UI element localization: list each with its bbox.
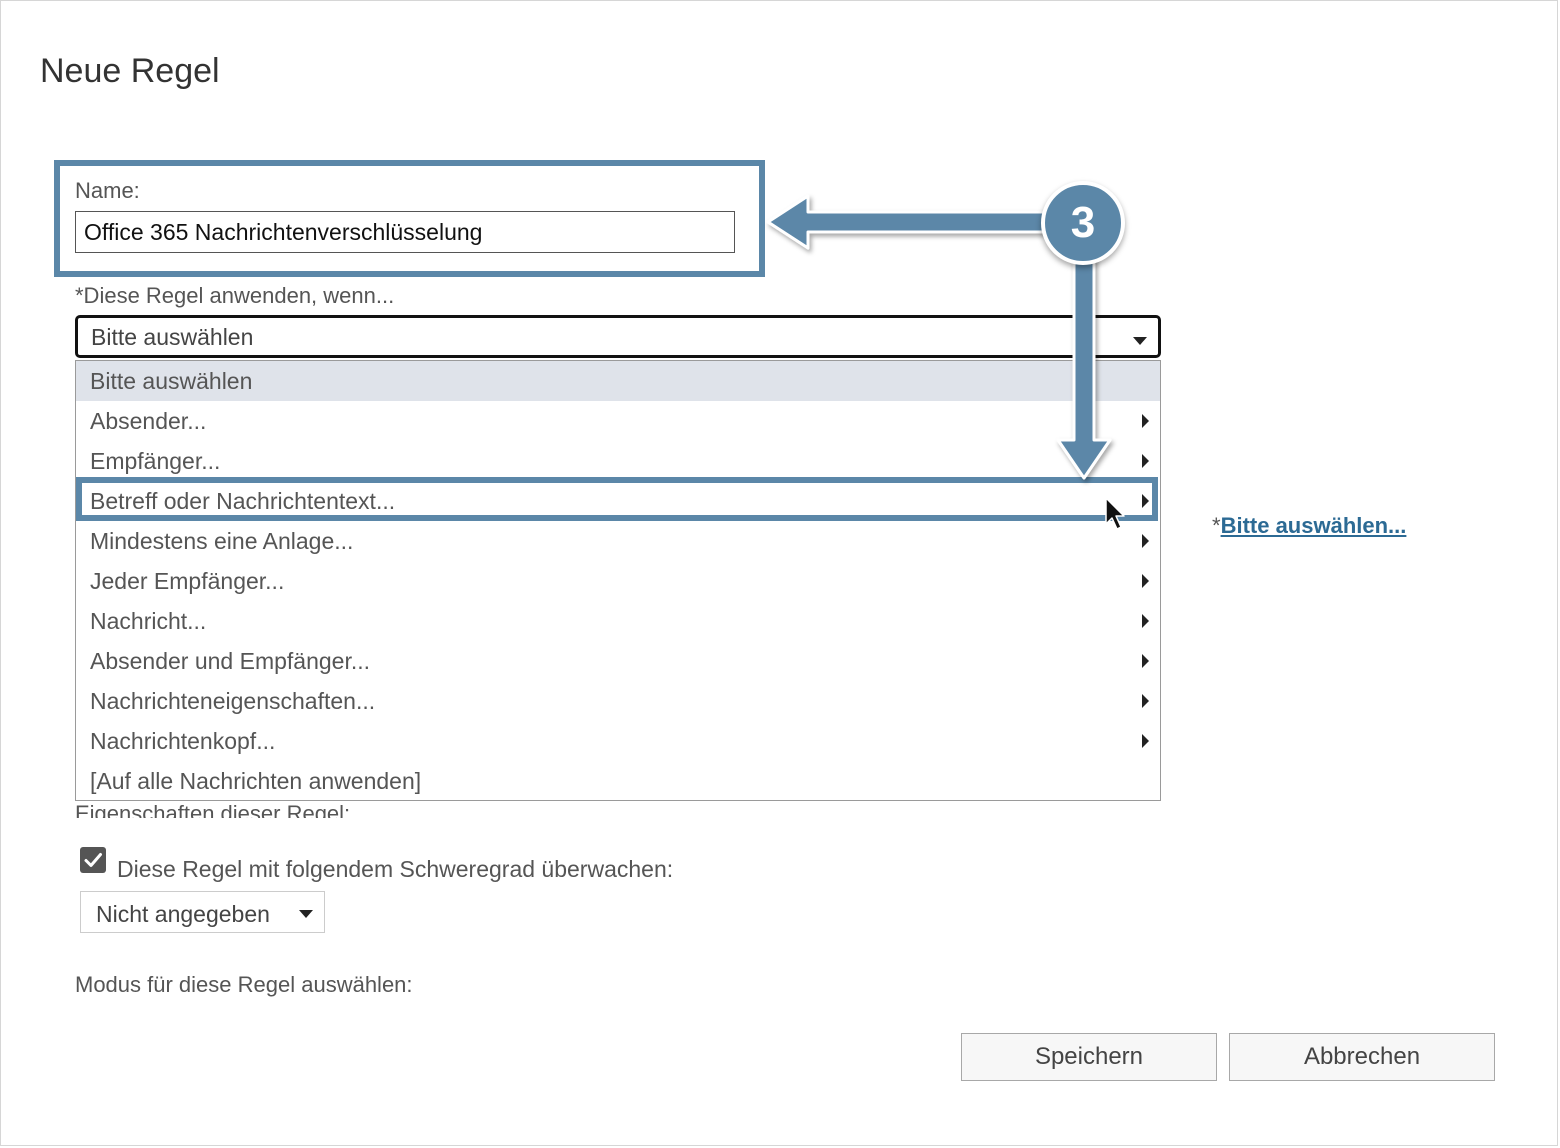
audit-label: Diese Regel mit folgendem Schweregrad üb…	[117, 856, 674, 882]
caret-down-icon	[1133, 337, 1147, 345]
option-label: Mindestens eine Anlage...	[90, 528, 354, 554]
dropdown-option[interactable]: Empfänger...	[76, 441, 1160, 481]
action-link-container: *Bitte auswählen...	[1212, 513, 1406, 539]
option-label: Absender...	[90, 408, 207, 434]
properties-heading: Eigenschaften dieser Regel:	[75, 801, 351, 818]
save-button[interactable]: Speichern	[961, 1033, 1217, 1081]
option-label: Empfänger...	[90, 448, 221, 474]
caret-right-icon	[1142, 694, 1149, 708]
severity-select[interactable]: Nicht angegeben	[80, 891, 325, 933]
mode-label: Modus für diese Regel auswählen:	[75, 972, 413, 997]
caret-down-icon	[299, 910, 313, 918]
option-label: Bitte auswählen	[90, 368, 253, 394]
dropdown-option[interactable]: Absender und Empfänger...	[76, 641, 1160, 681]
severity-value: Nicht angegeben	[96, 901, 270, 927]
option-label: Nachrichtenkopf...	[90, 728, 276, 754]
caret-right-icon	[1142, 454, 1149, 468]
dropdown-option[interactable]: Nachrichtenkopf...	[76, 721, 1160, 761]
cancel-button[interactable]: Abbrechen	[1229, 1033, 1495, 1081]
dropdown-option[interactable]: Bitte auswählen	[76, 361, 1160, 401]
dropdown-option[interactable]: Absender...	[76, 401, 1160, 441]
dropdown-option[interactable]: Nachricht...	[76, 601, 1160, 641]
condition-select[interactable]: Bitte auswählen	[75, 315, 1161, 358]
required-asterisk: *	[1212, 513, 1221, 538]
caret-right-icon	[1142, 654, 1149, 668]
caret-right-icon	[1142, 574, 1149, 588]
option-label: Nachrichteneigenschaften...	[90, 688, 376, 714]
dialog-title: Neue Regel	[40, 52, 220, 90]
condition-label: *Diese Regel anwenden, wenn...	[75, 283, 395, 308]
caret-right-icon	[1142, 734, 1149, 748]
option-label: Absender und Empfänger...	[90, 648, 371, 674]
option-label: Jeder Empfänger...	[90, 568, 285, 594]
option-label: [Auf alle Nachrichten anwenden]	[90, 768, 422, 794]
action-select-link[interactable]: Bitte auswählen...	[1220, 513, 1407, 538]
audit-checkbox[interactable]	[80, 847, 106, 873]
caret-right-icon	[1142, 614, 1149, 628]
caret-right-icon	[1142, 414, 1149, 428]
option-label: Nachricht...	[90, 608, 207, 634]
caret-right-icon	[1142, 534, 1149, 548]
condition-dropdown-list: Bitte auswählen Absender... Empfänger...…	[75, 360, 1161, 801]
dropdown-option[interactable]: Mindestens eine Anlage...	[76, 521, 1160, 561]
name-label: Name:	[75, 178, 140, 203]
name-input[interactable]: Office 365 Nachrichtenverschlüsselung	[75, 211, 735, 253]
dropdown-option[interactable]: Betreff oder Nachrichtentext...	[76, 481, 1160, 521]
caret-right-icon	[1142, 494, 1149, 508]
dropdown-option[interactable]: Nachrichteneigenschaften...	[76, 681, 1160, 721]
step-badge: 3	[1041, 181, 1125, 265]
dropdown-option[interactable]: Jeder Empfänger...	[76, 561, 1160, 601]
checkmark-icon	[84, 853, 102, 867]
condition-selected-value: Bitte auswählen	[91, 324, 254, 350]
option-label: Betreff oder Nachrichtentext...	[90, 488, 396, 514]
dropdown-option[interactable]: [Auf alle Nachrichten anwenden]	[76, 761, 1160, 800]
